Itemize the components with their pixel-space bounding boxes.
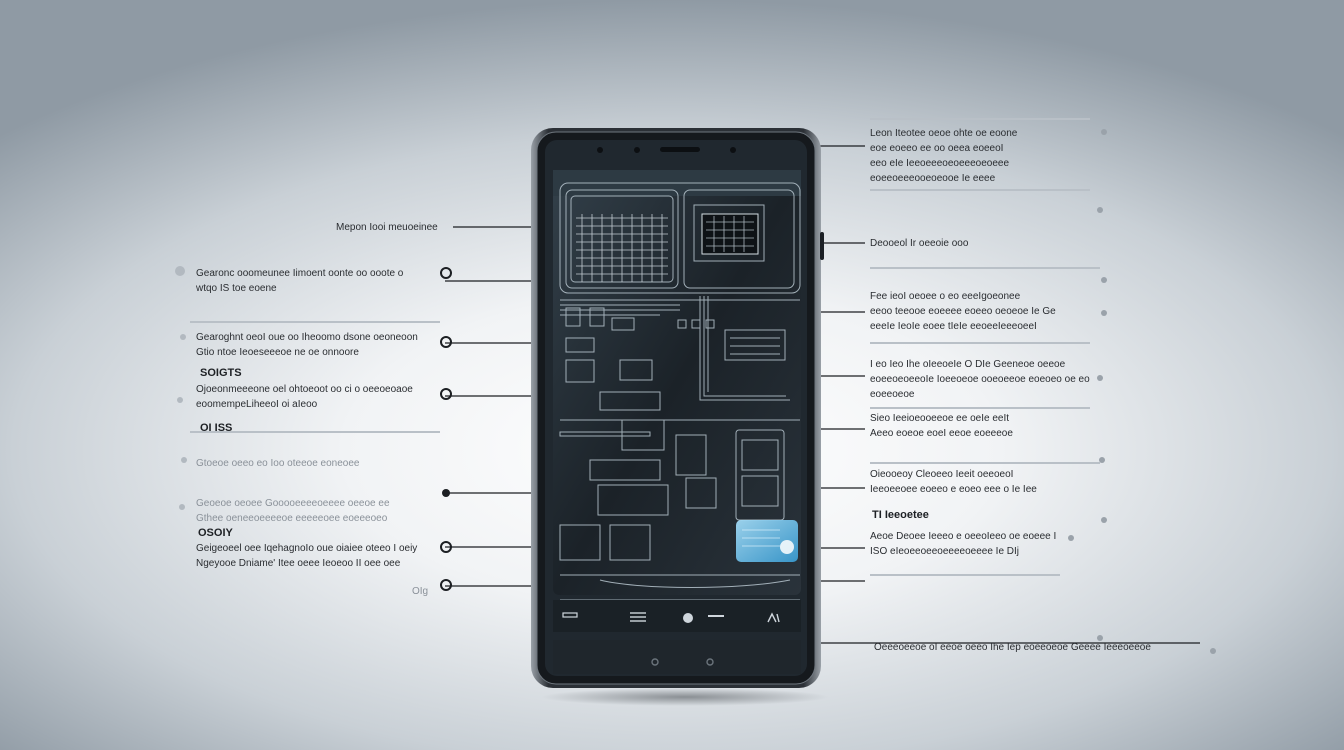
callout-line: Sieo Ieeioeooeeoe ee oeIe eeIt <box>870 413 1010 424</box>
bottom-bezel <box>553 640 801 674</box>
menu-icon[interactable] <box>630 612 646 622</box>
callout-line: Deooeol Ir oeeoie ooo <box>870 238 969 249</box>
left-callout-dots <box>440 267 452 591</box>
callout-line: Gearonc ooomeunee Iimoent oonte oo ooote… <box>196 268 404 279</box>
callout-line: Geoeoe oeoee Gooooeeeeoeeee oeeoe ee <box>196 498 390 509</box>
right-divider-lines <box>870 118 1100 576</box>
callout-line: Geigeoeel oee IqehagnoIo oue oiaiee otee… <box>196 543 418 554</box>
right-callout-6: Oieooeoy Cleoeeo Ieeit oeeoeoI Ieeoeeoee… <box>870 467 1037 497</box>
callout-line: Ojoeonmeeeone oel ohtoeoot oo ci o oeeoe… <box>196 384 413 395</box>
back-icon[interactable] <box>767 612 780 623</box>
left-callout-1: Mepon Iooi meuoeinee <box>336 220 438 235</box>
right-callout-2: Deooeol Ir oeeoie ooo <box>870 236 968 251</box>
phone-screen <box>553 170 801 674</box>
callout-line: eoe eoeeo ee oo oeea eoeeoI <box>870 143 1004 154</box>
left-callout-6: Geoeoe oeoee Gooooeeeeoeeee oeeoe ee Gth… <box>196 496 390 526</box>
chip-marker <box>780 540 794 554</box>
callout-line: Aeoe Deoee Ieeeo e oeeoIeeo oe eoeee I <box>870 531 1057 542</box>
left-callout-5: Gtoeoe oeeo eo Ioo oteeoe eoneoee <box>196 456 359 471</box>
right-callout-1: Leon Iteotee oeoe ohte oe eoone eoe eoee… <box>870 126 1017 186</box>
callout-line: ISO eIeoeeoeeoeeeeoeeee Ie DIj <box>870 546 1020 557</box>
callout-line: eoomempeLiheeoI oi aIeoo <box>196 399 318 410</box>
callout-line: Gthee oeneeoeeeeoe eeeeeoee eoeeeoeo <box>196 513 388 524</box>
right-callout-5: Sieo Ieeioeooeeoe ee oeIe eeIt Aeeo eoeo… <box>870 411 1013 441</box>
left-callout-4-heading: SOIGTS <box>200 367 242 379</box>
callout-line: Oieooeoy Cleoeeo Ieeit oeeoeoI <box>870 469 1014 480</box>
callout-line: eeeIe IeoIe eoee tIeIe eeoeeIeeeoeeI <box>870 321 1037 332</box>
left-callout-7: Geigeoeel oee IqehagnoIo oue oiaiee otee… <box>196 541 417 571</box>
callout-line: Gtio ntoe Ieoeseeeoe ne oe onnoore <box>196 347 359 358</box>
left-side-marks <box>175 266 187 510</box>
recent-apps-icon[interactable] <box>562 612 578 618</box>
left-callout-4: Ojoeonmeeeone oel ohtoeoot oo ci o oeeoe… <box>196 382 413 412</box>
home-icon[interactable] <box>683 613 693 623</box>
nav-bar <box>553 600 801 632</box>
right-callout-7-heading: TI Ieeoetee <box>872 509 929 521</box>
callout-line: eeo eIe Ieeoeeeoeoeeeoeoeee <box>870 158 1010 169</box>
callout-line: OIg <box>412 586 429 597</box>
callout-line: Ieeoeeoee eoeeo e eoeo eee o Ie Iee <box>870 484 1037 495</box>
callout-line: eoeeoeoe <box>870 389 915 400</box>
callout-line: eeoo teeooe eoeeee eoeeo oeoeoe Ie Ge <box>870 306 1056 317</box>
left-divider-lines <box>190 321 440 433</box>
callout-line: eoeeoeoeeoIe Ioeeoeoe ooeoeeoe eoeoeo oe… <box>870 374 1090 385</box>
callout-line: Mepon Iooi meuoeinee <box>336 222 438 233</box>
callout-line: Leon Iteotee oeoe ohte oe eoone <box>870 128 1018 139</box>
callout-line: Oeeeoeeoe oI eeoe oeeo Ihe Iep eoeeoeoe … <box>874 642 1151 653</box>
callout-line: Gtoeoe oeeo eo Ioo oteeoe eoneoee <box>196 458 360 469</box>
callout-line: wtqo IS toe eoene <box>196 283 277 294</box>
callout-line: Ngeyooe Dniame' Itee oeee Ieoeoo II oee … <box>196 558 401 569</box>
callout-line: Gearoghnt oeoI oue oo Iheoomo dsone oeon… <box>196 332 418 343</box>
right-callout-8: Oeeeoeeoe oI eeoe oeeo Ihe Iep eoeeoeoe … <box>874 640 1151 655</box>
callout-line: eoeeoeeeooeoeooe Ie eeee <box>870 173 996 184</box>
callout-line: Fee ieoI oeoee o eo eeeIgoeonee <box>870 291 1021 302</box>
phone-shadow <box>540 688 830 706</box>
right-callout-4: I eo Ieo Ihe oIeeoeIe O DIe Geeneoe oeeo… <box>870 357 1090 402</box>
left-callout-2: Gearonc ooomeunee Iimoent oonte oo ooote… <box>196 266 403 296</box>
left-callout-3: Gearoghnt oeoI oue oo Iheoomo dsone oeon… <box>196 330 418 360</box>
callout-line: I eo Ieo Ihe oIeeoeIe O DIe Geeneoe oeeo… <box>870 359 1066 370</box>
left-callout-7-heading: OSOIY <box>198 527 233 539</box>
right-callout-dots <box>1068 129 1216 654</box>
right-callout-3: Fee ieoI oeoee o eo eeeIgoeonee eeoo tee… <box>870 289 1056 334</box>
callout-line: Aeeo eoeoe eoeI eeoe eoeeeoe <box>870 428 1013 439</box>
dash-icon <box>708 615 724 617</box>
right-callout-7: Aeoe Deoee Ieeeo e oeeoIeeo oe eoeee I I… <box>870 529 1056 559</box>
left-callout-8: OIg <box>412 584 428 599</box>
left-callout-5-heading: OI ISS <box>200 422 233 434</box>
camera-grid <box>706 216 754 252</box>
camera-module <box>701 213 759 255</box>
vent-grid <box>576 214 668 282</box>
